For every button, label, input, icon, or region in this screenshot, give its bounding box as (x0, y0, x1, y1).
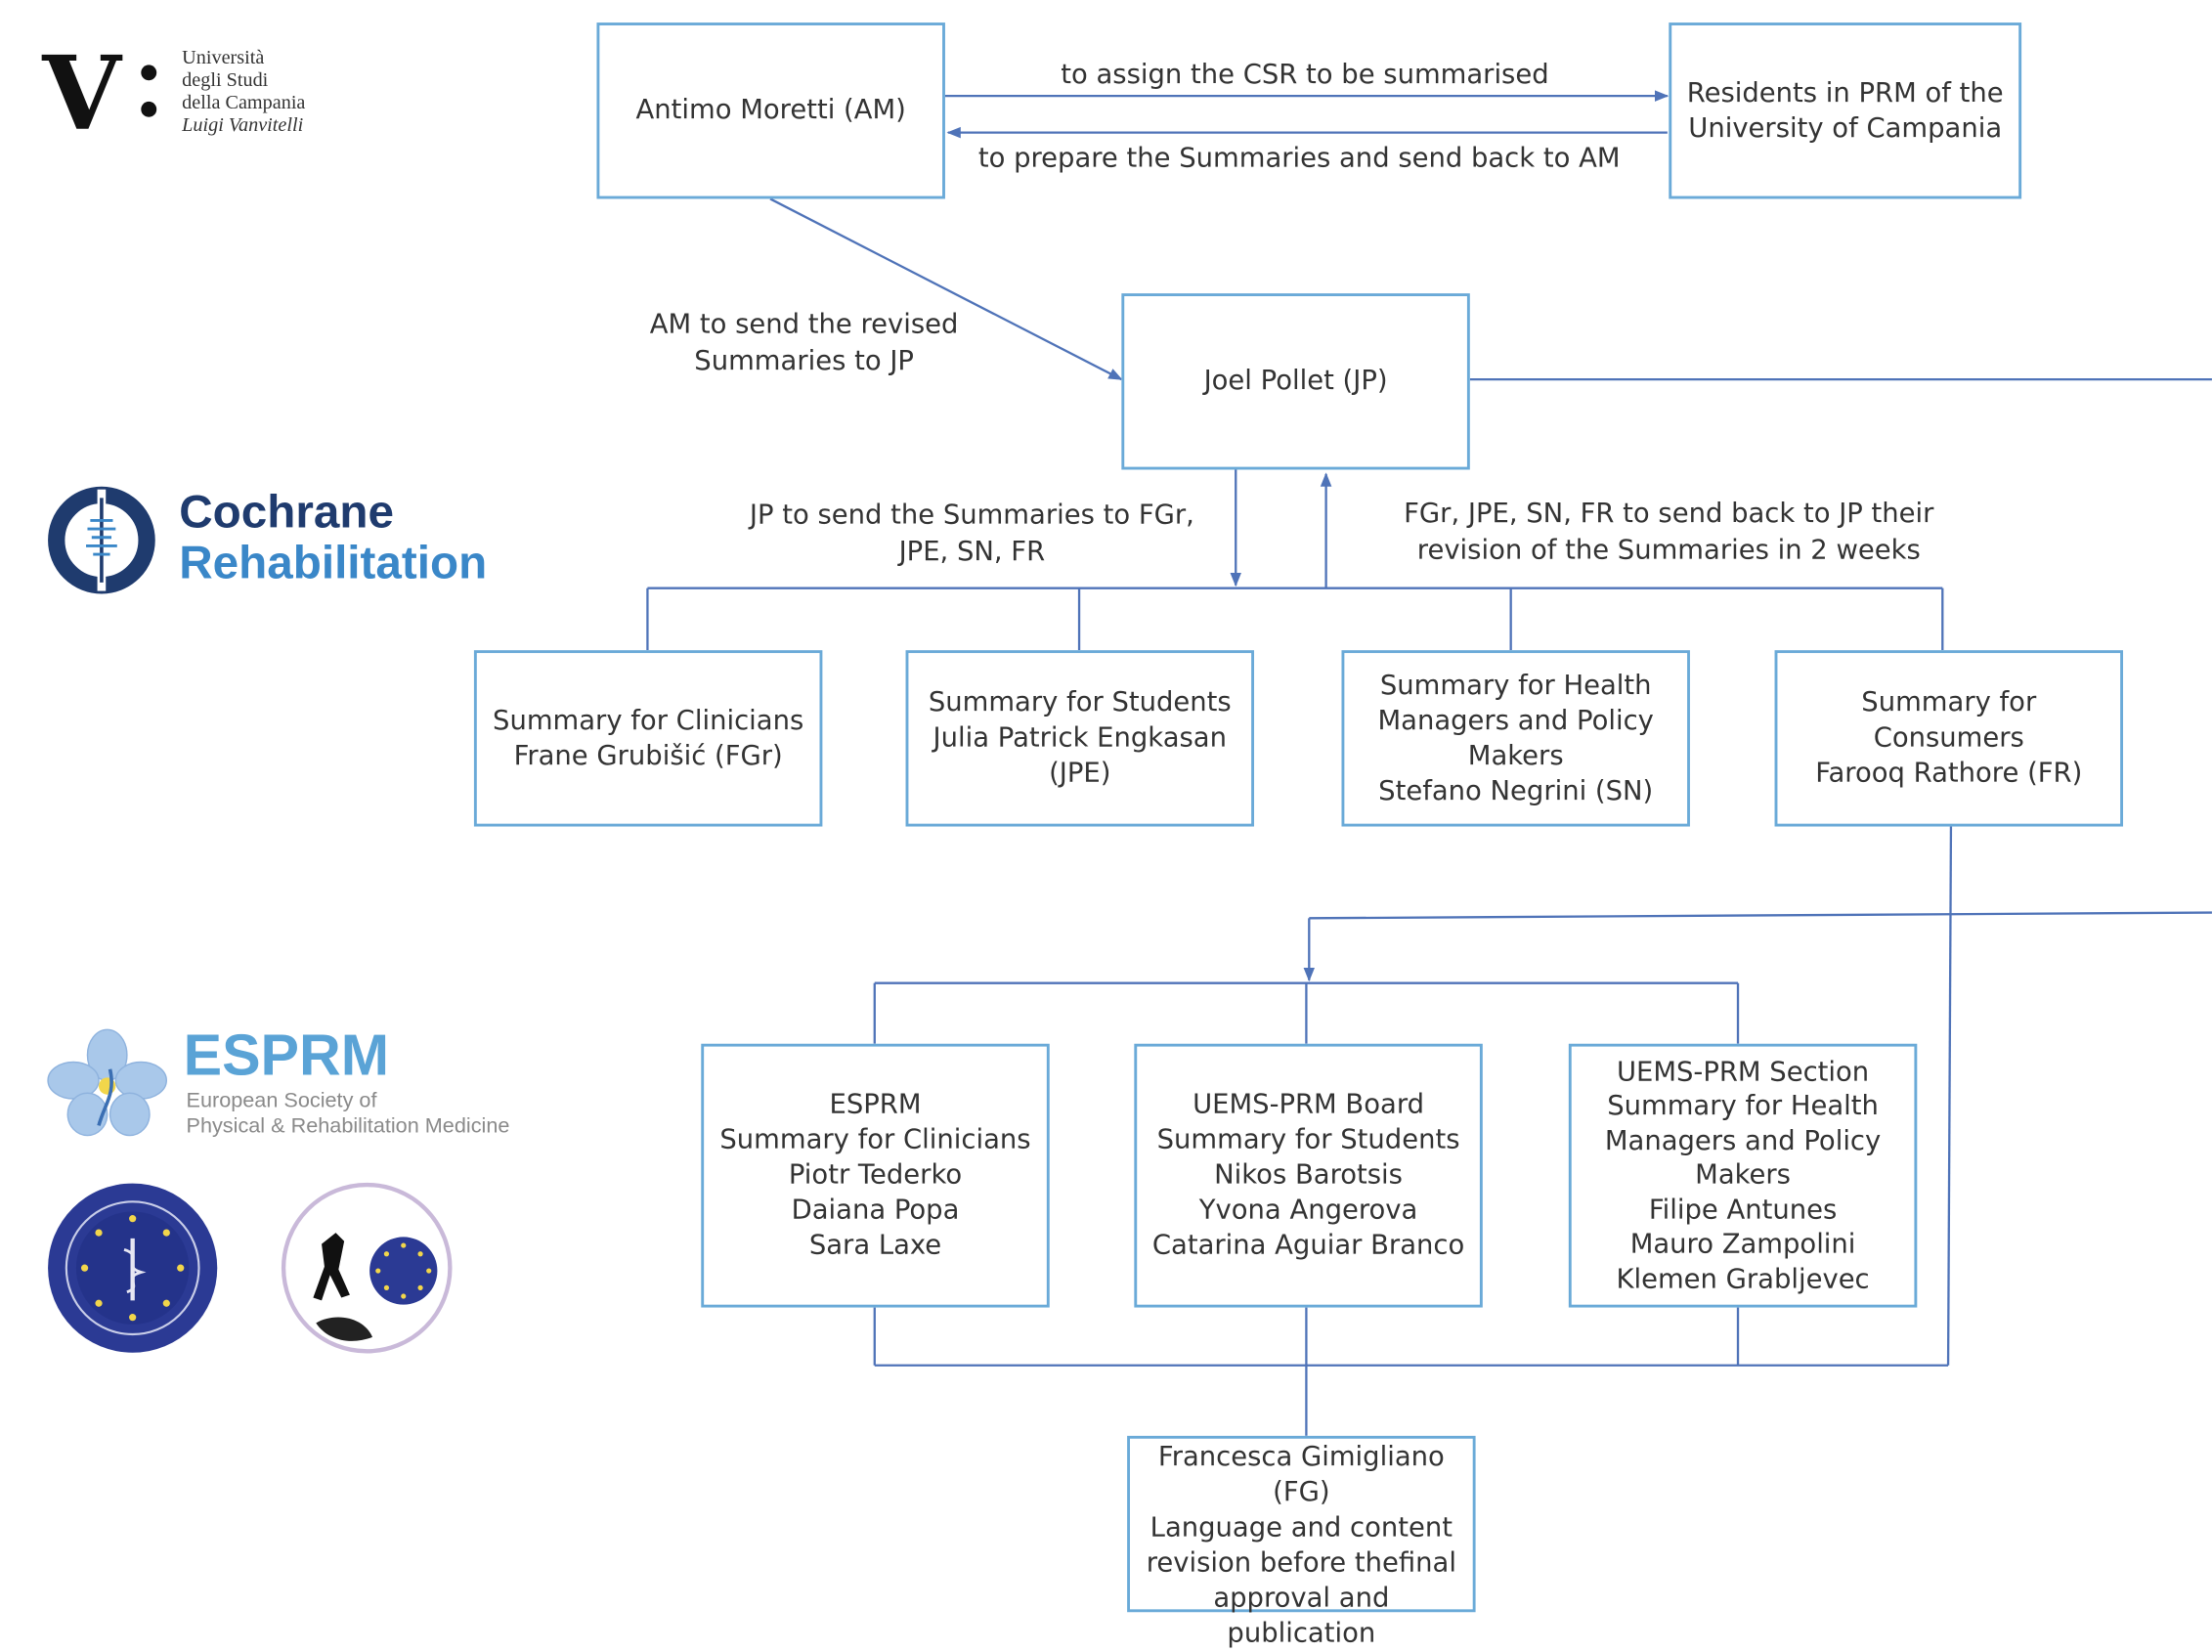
esprm-subtitle: European Society of Physical & Rehabilit… (186, 1088, 510, 1139)
cochrane-ring-icon (48, 486, 155, 594)
vanvitelli-logo: V Università degli Studi della Campania … (42, 39, 338, 152)
node-residents-prm: Residents in PRM of the University of Ca… (1669, 22, 2022, 199)
connector-layer (646, 90, 2212, 1436)
node-antimo-moretti: Antimo Moretti (AM) (596, 22, 945, 199)
node-francesca-gimigliano: Francesca Gimigliano (FG) Language and c… (1127, 1435, 1476, 1649)
node-uems-prm-section: UEMS-PRM Section Summary for Health Mana… (1568, 1043, 1918, 1308)
uems-section-seal-icon (281, 1182, 453, 1354)
esprm-flower-icon (47, 1028, 168, 1137)
node-joel-pollet: Joel Pollet (JP) (1121, 293, 1470, 470)
cochrane-rehabilitation-logo: Cochrane Rehabilitation (42, 480, 494, 604)
label-jp-send-summaries: JP to send the Summaries to FGr, JPE, SN… (749, 499, 1194, 568)
label-send-back-revision: FGr, JPE, SN, FR to send back to JP thei… (1404, 498, 1934, 566)
label-am-send-revised: AM to send the revised Summaries to JP (649, 308, 959, 377)
vanvitelli-wordmark: Università degli Studi della Campania Lu… (182, 48, 306, 137)
consumers-down-line (1946, 826, 1953, 1366)
node-summary-health-managers: Summary for Health Managers and Policy M… (1341, 650, 1690, 827)
colon-dot-icon (141, 65, 157, 81)
flowchart-canvas: V Università degli Studi della Campania … (42, 22, 2212, 1649)
label-assign-csr: to assign the CSR to be summarised (1061, 59, 1549, 91)
label-prepare-summaries: to prepare the Summaries and send back t… (977, 142, 1621, 174)
rehabilitation-word: Rehabilitation (179, 536, 488, 588)
node-summary-students: Summary for Students Julia Patrick Engka… (905, 650, 1255, 827)
colon-dot-icon (141, 101, 157, 117)
node-esprm: ESPRM Summary for Clinicians Piotr Teder… (701, 1043, 1050, 1308)
node-summary-consumers: Summary for Consumers Farooq Rathore (FR… (1774, 650, 2124, 827)
node-summary-clinicians: Summary for Clinicians Frane Grubišić (F… (473, 650, 823, 827)
uems-section-seal (280, 1182, 455, 1354)
esprm-logo: ESPRM European Society of Physical & Reh… (42, 1022, 578, 1149)
vanvitelli-v-mark: V (42, 32, 121, 152)
uems-board-seal-icon (48, 1183, 218, 1353)
cochrane-word: Cochrane (179, 485, 394, 538)
node-uems-prm-board: UEMS-PRM Board Summary for Students Niko… (1134, 1043, 1483, 1308)
arrow-am-to-jp (769, 197, 1123, 381)
return-line (1309, 911, 2212, 920)
esprm-title: ESPRM (183, 1022, 390, 1088)
